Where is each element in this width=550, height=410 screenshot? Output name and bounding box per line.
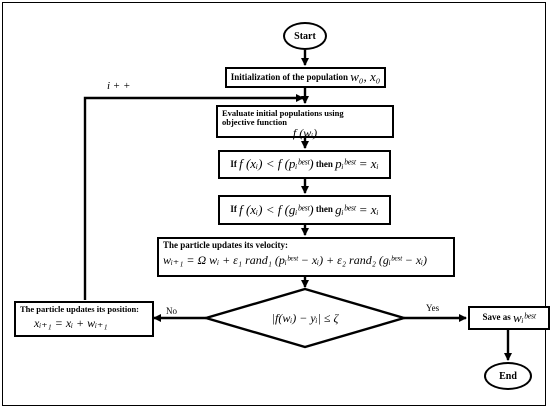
velocity-box: The particle updates its velocity: wᵢ₊₁ … xyxy=(157,237,455,277)
end-node: End xyxy=(484,362,532,390)
save-text: Save as xyxy=(482,312,511,323)
yes-label: Yes xyxy=(426,303,440,313)
cond2-if: If xyxy=(230,204,237,215)
cond2-then: then xyxy=(315,204,333,215)
position-text: The particle updates its position: xyxy=(20,304,140,314)
evaluate-text: Evaluate initial populations using objec… xyxy=(222,108,344,128)
loop-label: i + + xyxy=(107,80,131,92)
velocity-math: wᵢ₊₁ = Ω wᵢ + ε₁ rand₁ (pᵢᵇᵉˢᵗ − xᵢ) + ε… xyxy=(163,252,428,267)
condition-p-box: If f (xᵢ) < f (pᵢᵇᵉˢᵗ) then pᵢᵇᵉˢᵗ = xᵢ xyxy=(218,150,391,179)
init-text: Initialization of the population xyxy=(230,71,349,82)
no-label: No xyxy=(166,306,177,316)
cond1-lhs: f (xᵢ) < f (pᵢᵇᵉˢᵗ) xyxy=(239,156,314,172)
condition-g-box: If f (xᵢ) < f (gᵢᵇᵉˢᵗ) then gᵢᵇᵉˢᵗ = xᵢ xyxy=(218,195,391,225)
save-math: wᵢᵇᵉˢᵗ xyxy=(512,309,536,325)
position-math: xᵢ₊₁ = xᵢ + wᵢ₊₁ xyxy=(34,316,108,331)
figure-frame xyxy=(2,2,546,406)
init-math: w₀, x₀ xyxy=(350,69,381,85)
cond2-lhs: f (xᵢ) < f (gᵢᵇᵉˢᵗ) xyxy=(239,201,314,217)
cond1-then: then xyxy=(315,158,333,169)
init-box: Initialization of the population w₀, x₀ xyxy=(225,67,386,88)
cond1-if: If xyxy=(230,158,237,169)
edge-loop-back xyxy=(83,94,304,300)
velocity-text: The particle updates its velocity: xyxy=(163,240,288,250)
save-box: Save as wᵢᵇᵉˢᵗ xyxy=(468,306,550,330)
cond1-rhs: pᵢᵇᵉˢᵗ = xᵢ xyxy=(335,156,379,172)
decision-math: |f(wᵢ) − yᵢ| ≤ ζ xyxy=(271,310,339,325)
evaluate-math: f (wᵢ) xyxy=(292,125,318,140)
evaluate-box: Evaluate initial populations using objec… xyxy=(216,105,394,140)
cond2-rhs: gᵢᵇᵉˢᵗ = xᵢ xyxy=(335,201,379,217)
decision-node: |f(wᵢ) − yᵢ| ≤ ζ xyxy=(236,308,374,328)
end-label: End xyxy=(499,370,517,382)
position-box: The particle updates its position: xᵢ₊₁ … xyxy=(14,301,154,337)
start-label: Start xyxy=(294,30,316,42)
start-node: Start xyxy=(283,22,327,50)
